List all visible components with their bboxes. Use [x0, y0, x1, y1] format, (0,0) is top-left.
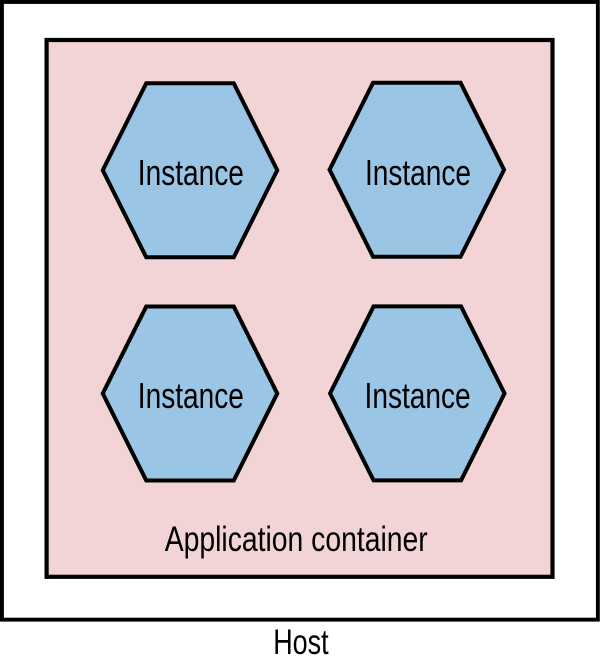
- svg-text:Instance: Instance: [365, 376, 471, 416]
- svg-text:Instance: Instance: [138, 376, 244, 416]
- svg-text:Host: Host: [273, 623, 329, 662]
- svg-text:Application container: Application container: [165, 519, 428, 559]
- svg-text:Instance: Instance: [365, 153, 471, 193]
- svg-text:Instance: Instance: [138, 153, 244, 193]
